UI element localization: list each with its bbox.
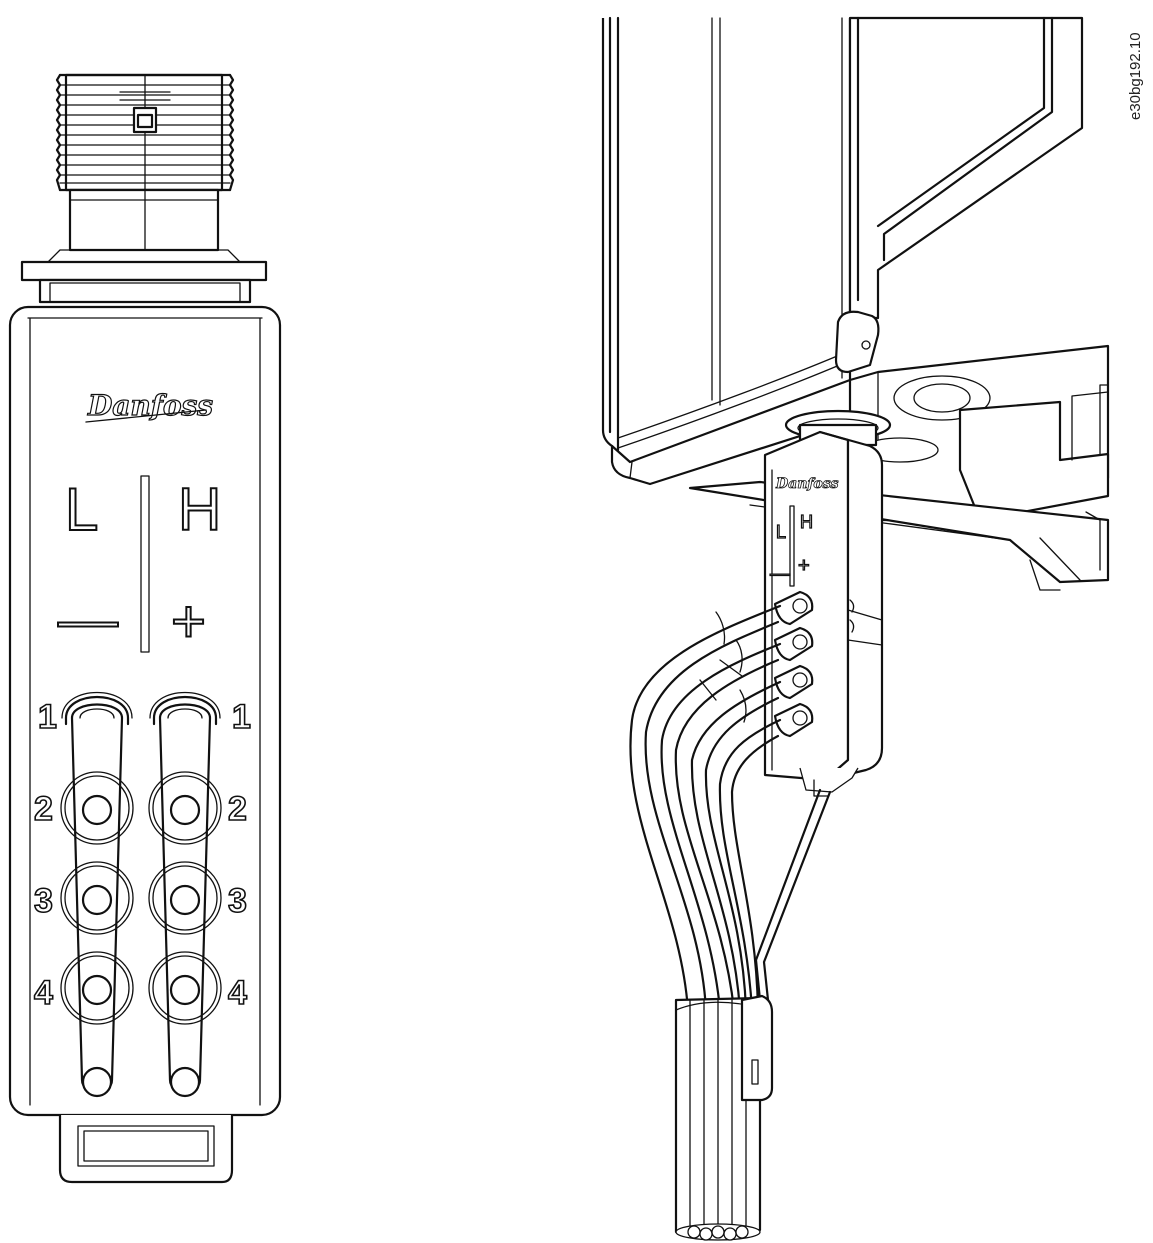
collar bbox=[20, 188, 268, 304]
figure-reference-code: e30bg192.10 bbox=[1127, 32, 1144, 120]
plus-label: + bbox=[171, 588, 206, 655]
connector-front-view: Danfoss L H — + bbox=[8, 73, 282, 1184]
terminal-number-2-right: 2 bbox=[228, 790, 247, 828]
installed-minus-label: — bbox=[770, 563, 790, 585]
minus-label: — bbox=[58, 586, 118, 653]
terminal-number-2-left: 2 bbox=[34, 790, 53, 828]
terminal-number-3-left: 3 bbox=[34, 882, 53, 920]
installed-brand-logo: Danfoss bbox=[775, 476, 839, 492]
wire-plugs bbox=[773, 590, 814, 738]
drive-installed-view: Danfoss L H — + bbox=[601, 16, 1110, 1241]
terminal-number-1-left: 1 bbox=[38, 698, 57, 736]
terminal-number-4-left: 4 bbox=[34, 974, 53, 1012]
installed-plus-label: + bbox=[798, 555, 810, 577]
low-label: L bbox=[65, 476, 98, 543]
installed-high-label: H bbox=[800, 512, 813, 532]
brand-logo: Danfoss bbox=[87, 389, 213, 422]
mounting-plate bbox=[688, 344, 1110, 591]
installed-polarity-divider bbox=[789, 505, 795, 587]
installed-low-label: L bbox=[776, 522, 786, 542]
logo-underline bbox=[85, 409, 207, 423]
high-label: H bbox=[178, 476, 221, 543]
drive-housing bbox=[601, 16, 1084, 486]
threaded-fitting bbox=[55, 73, 235, 192]
terminal-number-3-right: 3 bbox=[228, 882, 247, 920]
release-tab bbox=[58, 1115, 234, 1184]
terminal-column-low bbox=[60, 691, 134, 1098]
cable-bundle bbox=[629, 604, 832, 1241]
terminal-column-high bbox=[148, 691, 222, 1098]
figure-reference: e30bg192.10 bbox=[1127, 32, 1144, 120]
terminal-number-4-right: 4 bbox=[228, 974, 247, 1012]
polarity-divider bbox=[140, 475, 150, 653]
terminal-number-1-right: 1 bbox=[232, 698, 251, 736]
